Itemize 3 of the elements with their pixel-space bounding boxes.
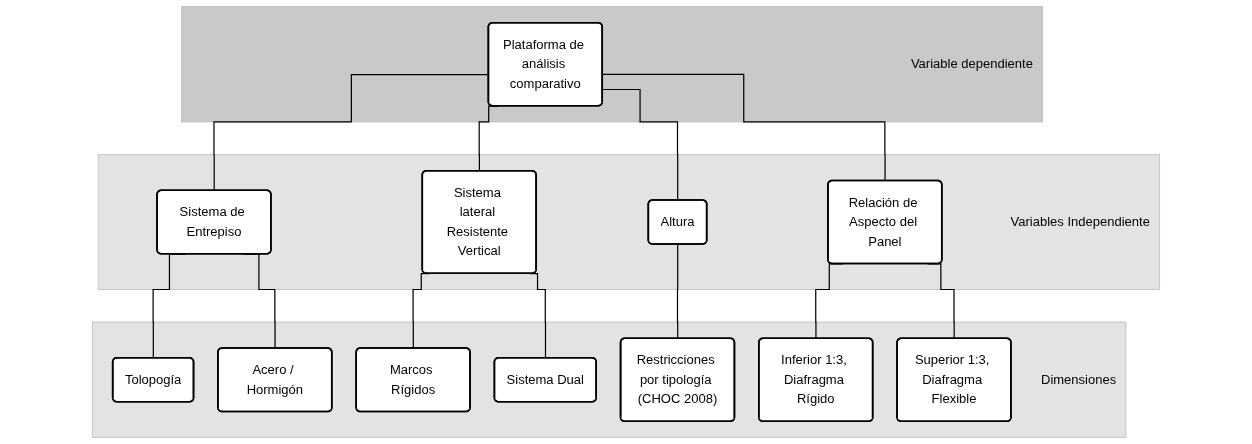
connector	[602, 88, 679, 202]
connector	[602, 73, 886, 182]
connector	[676, 243, 679, 340]
